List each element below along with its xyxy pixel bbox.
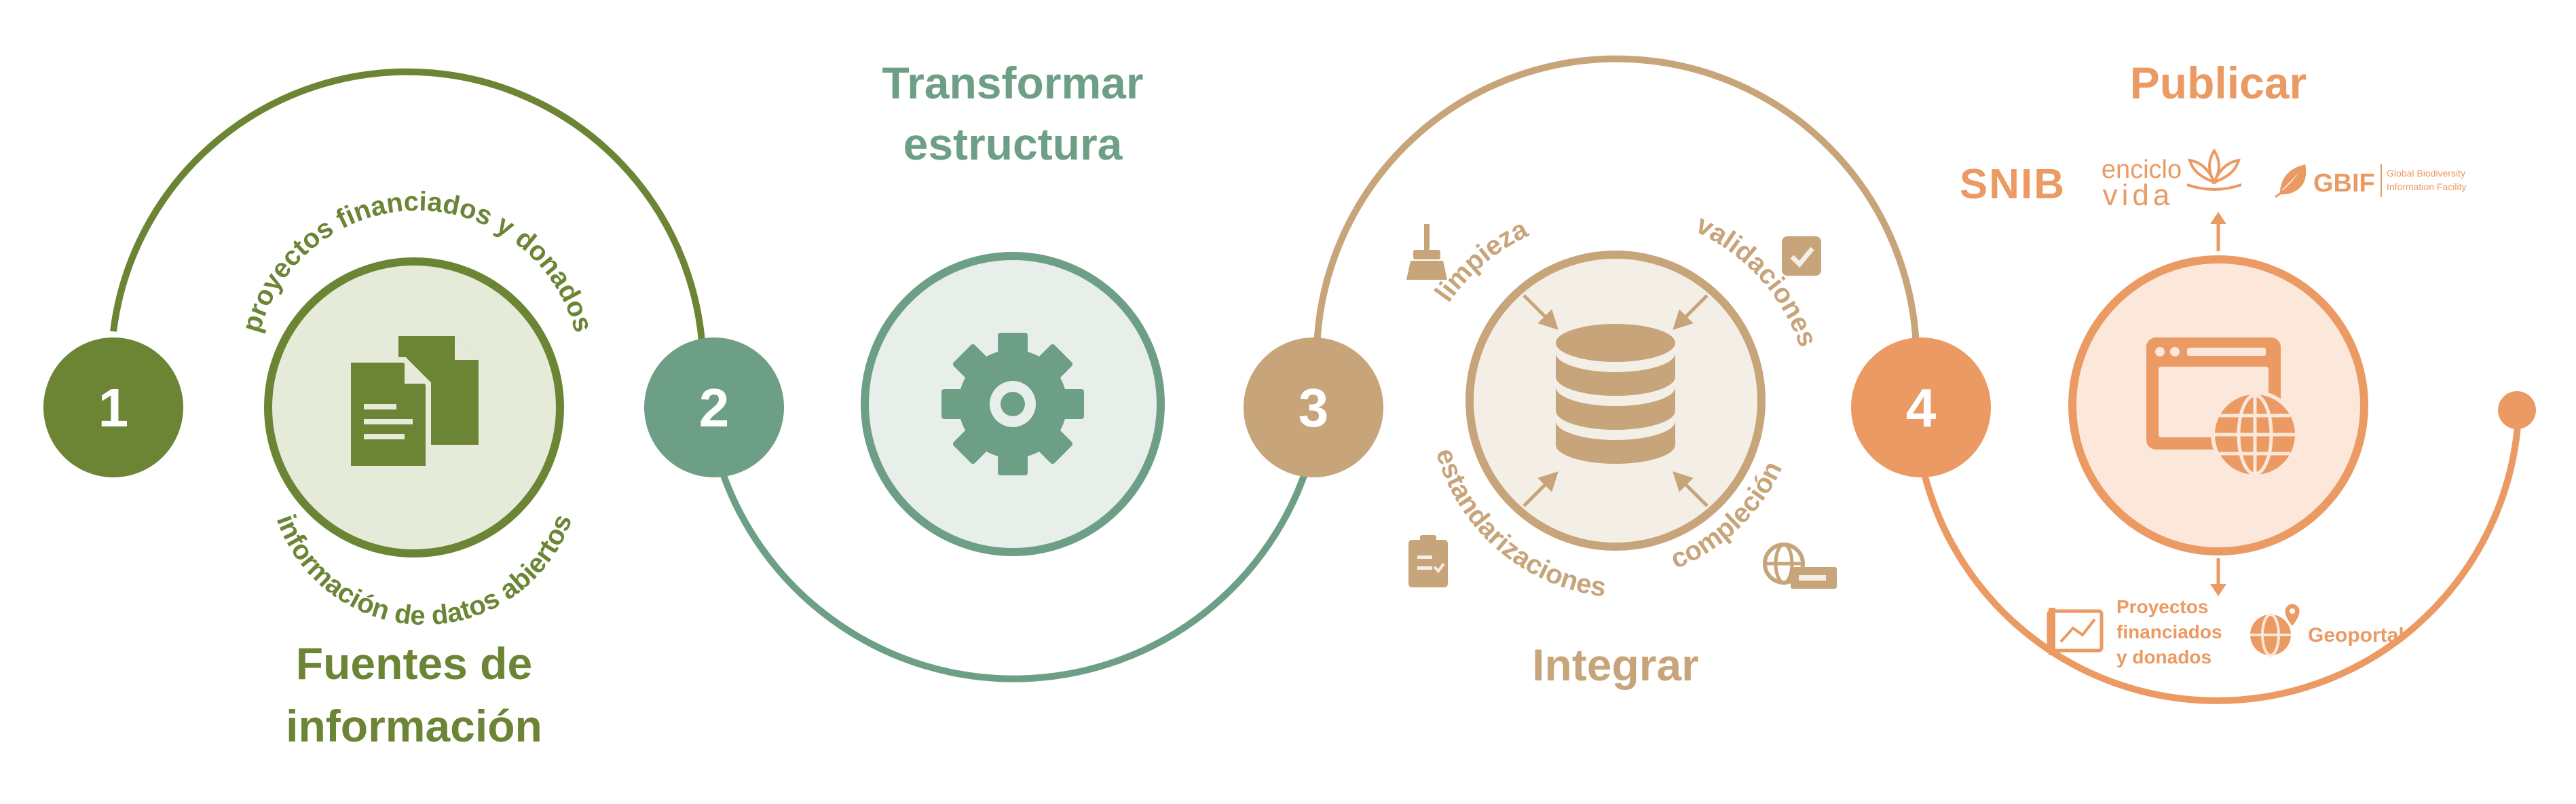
gbif-text: GBIF: [2313, 169, 2375, 198]
output-proyectos-line-1: Proyectos: [2116, 596, 2208, 617]
enciclovida-line-1: enciclo: [2102, 156, 2182, 184]
step-3: 3 limpieza validaciones estandarizacione…: [1244, 210, 1837, 690]
step-3-inner-circle: [1466, 251, 1766, 551]
output-proyectos-line-2: financiados: [2116, 621, 2222, 642]
flow-end-dot: [2498, 391, 2536, 429]
enciclovida-line-2: vida: [2103, 179, 2174, 212]
step-1-title-line-2: información: [286, 701, 542, 751]
step-1-number-badge: [43, 337, 183, 477]
step-3-number-badge: [1244, 337, 1383, 477]
step-2-title-line-1: Transformar: [882, 58, 1143, 108]
globe-form-icon: [1763, 543, 1837, 589]
documents-icon: [346, 336, 479, 471]
step-2-number-badge: [644, 337, 784, 477]
flow-arc-2: [715, 443, 1317, 682]
web-globe-icon: [2146, 337, 2299, 479]
snib-logo-text: SNIB: [1960, 161, 2066, 208]
process-arrows: [1523, 294, 1709, 507]
gbif-desc-line-1: Global Biodiversity: [2387, 168, 2465, 179]
globe-pin-icon: [2250, 602, 2302, 657]
step-4-title: Publicar: [2130, 58, 2307, 108]
step-1-number: 1: [98, 378, 129, 438]
step-1-title-line-1: Fuentes de: [296, 638, 532, 689]
arrow-down-to-outputs: [2210, 558, 2226, 596]
arrow-up-to-platforms: [2210, 212, 2226, 251]
broom-icon: [1406, 224, 1447, 280]
enciclovida-logo: enciclo vida: [2102, 148, 2242, 212]
step-4-number: 4: [1906, 378, 1937, 438]
gbif-desc-line-2: Information Facility: [2387, 181, 2466, 192]
gbif-leaf-icon: [2275, 164, 2307, 198]
flow-arc-1: [110, 68, 707, 385]
checkbox-icon: [1782, 236, 1821, 276]
lotus-icon: [2186, 148, 2242, 191]
step-4: 4 Publicar SNIB: [1851, 58, 2466, 668]
flow-arc-3: [1313, 55, 1920, 371]
output-geoportal: Geoportal: [2308, 624, 2404, 646]
step-2: 2 Transformar estructura: [644, 58, 1165, 556]
step-3-title: Integrar: [1532, 640, 1699, 690]
output-proyectos-line-3: y donados: [2116, 646, 2211, 668]
flow-arc-4: [1920, 417, 2522, 704]
chart-board-icon: [2047, 608, 2104, 655]
step-2-title-line-2: estructura: [903, 119, 1123, 169]
clipboard-icon: [1408, 535, 1448, 587]
database-icon: [1556, 324, 1675, 464]
gbif-logo: GBIF Global Biodiversity Information Fac…: [2275, 164, 2466, 198]
step-3-number: 3: [1299, 378, 1329, 438]
step-2-number: 2: [699, 378, 730, 438]
gear-icon: [941, 333, 1084, 475]
step-4-number-badge: [1851, 337, 1991, 477]
